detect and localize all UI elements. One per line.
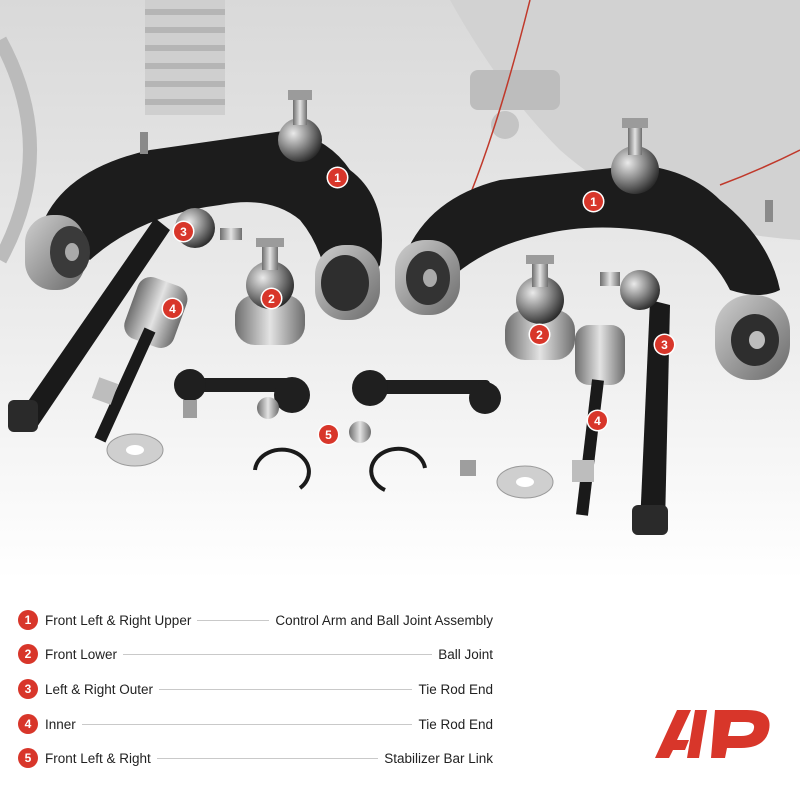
marker-4-left: 4 bbox=[163, 299, 182, 318]
inner-tie-rod-left bbox=[91, 276, 188, 443]
legend-row: 2 Front Lower Ball Joint bbox=[18, 642, 493, 666]
leader-line bbox=[81, 723, 413, 725]
legend-part-name: Stabilizer Bar Link bbox=[384, 750, 493, 766]
legend-part-name: Ball Joint bbox=[438, 646, 493, 662]
right-upper-control-arm bbox=[395, 118, 790, 380]
marker-3-right: 3 bbox=[655, 335, 674, 354]
brand-logo-icon bbox=[655, 710, 770, 758]
leader-line bbox=[197, 619, 270, 621]
lower-ball-joint-left bbox=[235, 238, 305, 345]
marker-4-right: 4 bbox=[588, 411, 607, 430]
leader-line bbox=[123, 653, 433, 655]
legend-row: 5 Front Left & Right Stabilizer Bar Link bbox=[18, 746, 493, 770]
hardware bbox=[106, 433, 554, 499]
legend-part-name: Tie Rod End bbox=[418, 681, 493, 697]
marker-3-left: 3 bbox=[174, 222, 193, 241]
leader-line bbox=[156, 757, 379, 759]
legend-row: 4 Inner Tie Rod End bbox=[18, 712, 493, 736]
marker-1-left: 1 bbox=[328, 168, 347, 187]
legend-number: 1 bbox=[18, 610, 38, 630]
legend-number: 3 bbox=[18, 679, 38, 699]
left-upper-control-arm bbox=[25, 90, 382, 320]
stabilizer-bar-link-left bbox=[174, 369, 310, 419]
legend-row: 1 Front Left & Right Upper Control Arm a… bbox=[18, 608, 493, 632]
marker-2-right: 2 bbox=[530, 325, 549, 344]
background-scene bbox=[0, 0, 800, 580]
legend-position: Left & Right Outer bbox=[45, 681, 154, 697]
product-photo bbox=[0, 0, 800, 580]
inner-tie-rod-right bbox=[572, 325, 625, 516]
legend-part-name: Control Arm and Ball Joint Assembly bbox=[275, 612, 493, 628]
legend-number: 2 bbox=[18, 644, 38, 664]
legend-position: Front Lower bbox=[45, 646, 118, 662]
stabilizer-bar-link-right bbox=[349, 370, 501, 476]
legend-number: 4 bbox=[18, 714, 38, 734]
legend-number: 5 bbox=[18, 748, 38, 768]
legend-position: Front Left & Right Upper bbox=[45, 612, 192, 628]
marker-5: 5 bbox=[319, 425, 338, 444]
legend-part-name: Tie Rod End bbox=[418, 716, 493, 732]
right-outer-tie-rod-end bbox=[600, 270, 670, 535]
leader-line bbox=[159, 688, 413, 690]
marker-2-left: 2 bbox=[262, 289, 281, 308]
legend-row: 3 Left & Right Outer Tie Rod End bbox=[18, 677, 493, 701]
legend-position: Inner bbox=[45, 716, 76, 732]
legend-position: Front Left & Right bbox=[45, 750, 151, 766]
marker-1-right: 1 bbox=[584, 192, 603, 211]
